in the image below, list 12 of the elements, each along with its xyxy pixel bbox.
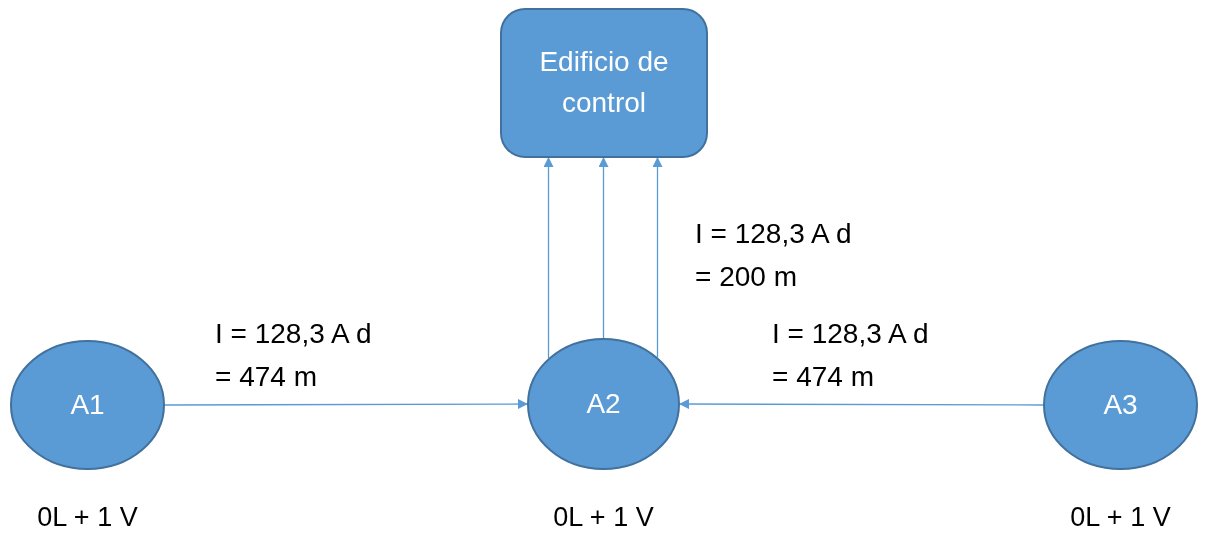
- arrow: [543, 157, 554, 359]
- building-box: Edificio de control: [500, 8, 708, 158]
- area-circle: A3: [1043, 340, 1198, 470]
- arrow: [679, 399, 1044, 409]
- area-circle: A1: [10, 340, 165, 470]
- arrow: [598, 157, 609, 339]
- voltage-note: 0L + 1 V: [553, 502, 654, 533]
- voltage-note: 0L + 1 V: [37, 502, 138, 533]
- area-circle: A2: [527, 338, 680, 470]
- arrow: [164, 399, 528, 409]
- arrow: [652, 157, 663, 358]
- voltage-note: 0L + 1 V: [1070, 502, 1171, 533]
